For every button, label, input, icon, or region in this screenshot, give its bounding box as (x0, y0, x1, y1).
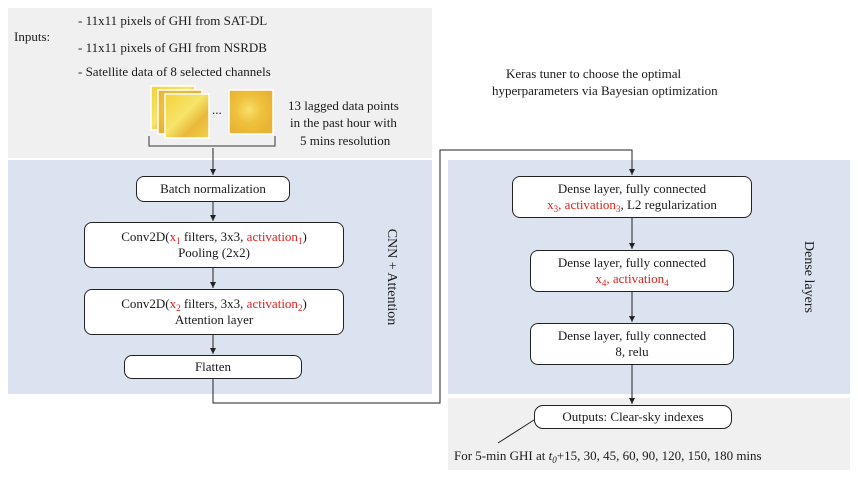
outputs-box: Outputs: Clear-sky indexes (534, 405, 732, 429)
dense3-line1: Dense layer, fully connected (557, 328, 707, 343)
input-item-satellite: - Satellite data of 8 selected channels (78, 64, 271, 79)
outputs-label: Outputs: Clear-sky indexes (562, 409, 704, 424)
lag-note-line3: 5 mins resolution (300, 133, 391, 148)
outputs-callout-line (497, 419, 535, 444)
conv2-line1: Conv2D(x2 filters, 3x3, activation2) (121, 296, 307, 313)
dense1-line2: x3, activation3, L2 regularization (547, 197, 717, 214)
lag-note-line2: in the past hour with (290, 115, 397, 130)
images-bracket (148, 136, 276, 147)
dense3-box: Dense layer, fully connected 8, relu (530, 323, 734, 365)
conv1-line2: Pooling (2x2) (178, 245, 250, 260)
dense1-box: Dense layer, fully connected x3, activat… (512, 176, 752, 218)
input-item-sat-dl: - 11x11 pixels of GHI from SAT-DL (78, 13, 268, 28)
sat-image-last (228, 89, 274, 135)
dense2-line1: Dense layer, fully connected (557, 255, 707, 270)
tuner-note-line1: Keras tuner to choose the optimal (506, 66, 682, 81)
conv2-line2: Attention layer (174, 312, 254, 327)
dense3-line2: 8, relu (615, 344, 649, 359)
outputs-note: For 5-min GHI at t0+15, 30, 45, 60, 90, … (454, 448, 762, 465)
dense2-line2: x4, activation4 (595, 271, 669, 288)
conv1-box: Conv2D(x1 filters, 3x3, activation1) Poo… (84, 222, 344, 268)
inputs-panel (8, 8, 432, 158)
conv2-box: Conv2D(x2 filters, 3x3, activation2) Att… (84, 289, 344, 335)
flatten-box: Flatten (124, 355, 302, 379)
batch-norm-box: Batch normalization (136, 176, 290, 202)
tuner-note-line2: hyperparameters via Bayesian optimizatio… (492, 83, 718, 98)
dense2-box: Dense layer, fully connected x4, activat… (530, 250, 734, 292)
sat-image-3 (164, 93, 210, 139)
conv1-line1: Conv2D(x1 filters, 3x3, activation1) (121, 229, 307, 246)
lag-note-line1: 13 lagged data points (288, 98, 399, 113)
images-ellipsis: ... (212, 102, 222, 117)
dense1-line1: Dense layer, fully connected (557, 181, 707, 196)
flatten-label: Flatten (194, 359, 232, 374)
inputs-label: Inputs: (14, 29, 51, 44)
batch-norm-label: Batch normalization (160, 181, 266, 196)
input-item-nsrdb: - 11x11 pixels of GHI from NSRDB (78, 40, 267, 55)
connector-flatten-to-dense (212, 149, 635, 404)
